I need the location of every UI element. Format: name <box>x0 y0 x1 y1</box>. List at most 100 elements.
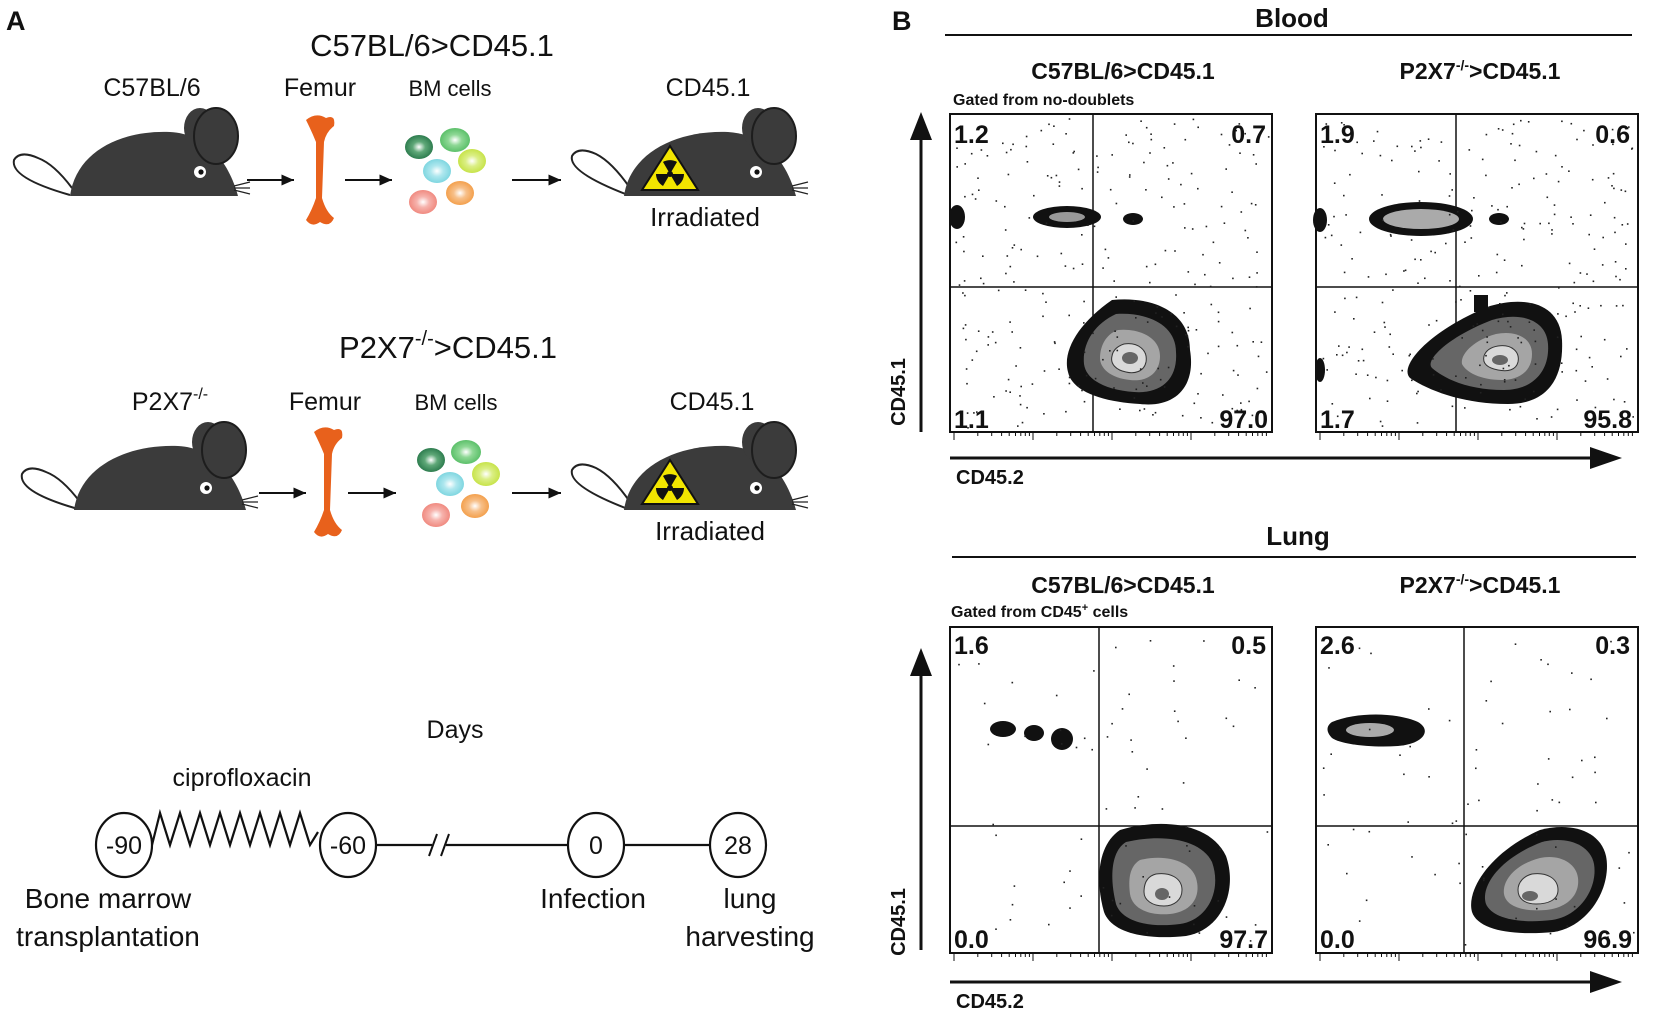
event-dot <box>1626 348 1628 350</box>
event-dot <box>1106 736 1109 738</box>
event-dot <box>962 327 965 330</box>
event-dot <box>1478 799 1480 802</box>
event-dot <box>1218 262 1221 264</box>
event-dot <box>1424 277 1426 280</box>
event-dot <box>1225 916 1228 918</box>
event-dot <box>1509 408 1511 411</box>
event-dot <box>1021 421 1024 424</box>
event-dot <box>1266 831 1269 833</box>
event-dot <box>1173 123 1176 125</box>
event-dot <box>971 193 974 196</box>
event-dot <box>956 166 958 168</box>
event-dot <box>1612 143 1614 146</box>
event-dot <box>1465 833 1467 836</box>
event-dot <box>1470 237 1473 239</box>
bm-cells-icon <box>405 128 486 214</box>
event-dot <box>1549 932 1552 935</box>
event-dot <box>1107 257 1110 259</box>
event-dot <box>1430 250 1432 253</box>
femur-icon-2 <box>314 427 343 537</box>
event-dot <box>1392 289 1394 291</box>
event-dot <box>1093 225 1096 228</box>
event-dot <box>1534 363 1537 365</box>
event-dot <box>1607 936 1609 938</box>
event-dot <box>1355 373 1357 375</box>
event-dot <box>1175 325 1178 328</box>
event-dot <box>1601 264 1604 266</box>
event-dot <box>1164 249 1167 252</box>
event-dot <box>1150 133 1152 135</box>
event-dot <box>978 189 980 191</box>
event-dot <box>1244 132 1246 135</box>
event-dot <box>1480 383 1482 386</box>
event-dot <box>1467 803 1469 805</box>
event-dot <box>1133 300 1136 302</box>
event-dot <box>1448 719 1451 722</box>
event-dot <box>1365 899 1368 902</box>
event-dot <box>1507 320 1509 323</box>
event-dot <box>1613 398 1615 401</box>
event-dot <box>1625 243 1627 245</box>
event-dot <box>1547 758 1550 760</box>
event-dot <box>1149 640 1152 642</box>
flow-plot <box>949 113 1273 433</box>
event-dot <box>1256 387 1259 390</box>
event-dot <box>1590 678 1592 681</box>
quadrant-value: 2.6 <box>1320 632 1355 660</box>
event-dot <box>1205 225 1208 228</box>
event-dot <box>1628 851 1630 854</box>
event-dot <box>1355 296 1358 299</box>
event-dot <box>1240 402 1242 404</box>
event-dot <box>1193 905 1196 907</box>
event-dot <box>1336 354 1338 356</box>
event-dot <box>1058 181 1061 183</box>
event-dot <box>1128 693 1130 696</box>
event-dot <box>1157 367 1159 370</box>
event-dot <box>1142 382 1144 384</box>
event-dot <box>1185 334 1187 336</box>
event-dot <box>1204 273 1206 276</box>
event-dot <box>1503 259 1506 261</box>
event-dot <box>1115 202 1118 205</box>
timepoint-day: -60 <box>330 832 366 860</box>
event-dot <box>1156 306 1159 308</box>
event-dot <box>964 324 967 326</box>
event-dot <box>963 280 966 282</box>
event-dot <box>1476 323 1478 325</box>
event-dot <box>1050 176 1053 179</box>
event-dot <box>1379 154 1382 157</box>
event-dot <box>1583 129 1585 132</box>
event-dot <box>1573 905 1576 908</box>
event-dot <box>1238 679 1240 681</box>
event-dot <box>1185 737 1187 739</box>
event-dot <box>983 702 986 705</box>
event-dot <box>1587 425 1589 428</box>
event-dot <box>986 155 989 157</box>
event-dot <box>1042 315 1044 318</box>
event-dot <box>1217 345 1220 348</box>
event-dot <box>1207 352 1209 355</box>
event-dot <box>1478 275 1480 277</box>
event-dot <box>1254 924 1257 926</box>
event-dot <box>1491 205 1493 207</box>
event-dot <box>1451 189 1453 191</box>
event-dot <box>1252 154 1255 156</box>
quadrant-value: 0.0 <box>1320 926 1355 954</box>
event-dot <box>1040 129 1043 132</box>
event-dot <box>1104 248 1107 251</box>
caption-harvesting: harvesting <box>685 921 814 952</box>
event-dot <box>1520 341 1523 344</box>
event-dot <box>1607 177 1610 179</box>
event-dot <box>1611 185 1613 187</box>
event-dot <box>1167 178 1170 180</box>
event-dot <box>1517 337 1519 339</box>
event-dot <box>1485 133 1488 136</box>
section-blood: Blood C57BL/6>CD45.1 P2X7-/->CD45.1 Gate… <box>888 3 1632 489</box>
event-dot <box>1572 223 1574 225</box>
event-dot <box>1125 845 1127 847</box>
event-dot <box>1553 213 1556 216</box>
event-dot <box>1232 277 1234 280</box>
event-dot <box>1382 219 1384 222</box>
event-dot <box>1565 315 1567 318</box>
event-dot <box>1005 272 1007 275</box>
